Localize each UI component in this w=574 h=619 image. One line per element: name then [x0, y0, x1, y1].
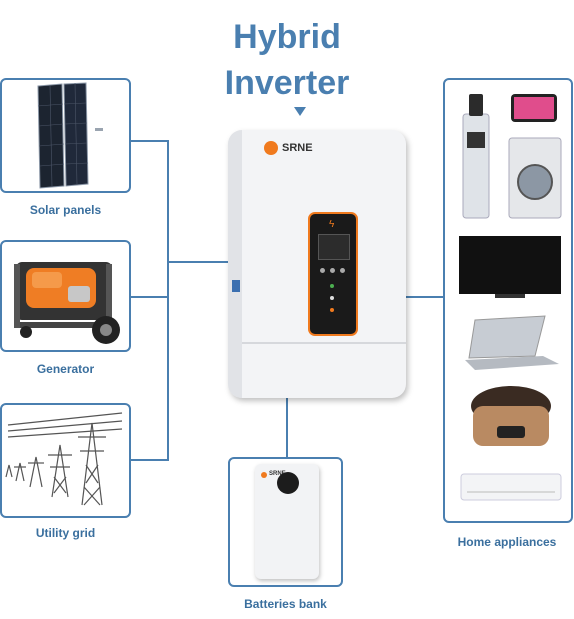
down-arrow-icon — [294, 107, 306, 116]
solar-panels-box — [0, 78, 131, 193]
phone-icon — [511, 94, 557, 122]
title-line-1: Hybrid — [233, 18, 341, 56]
grid-wire — [131, 262, 169, 461]
water-dispenser-icon — [462, 94, 490, 219]
solar-panel-icon — [37, 82, 103, 189]
lightning-icon: ϟ — [329, 219, 335, 230]
air-conditioner-icon — [460, 473, 562, 501]
inverter-unit: SRNE ϟ — [228, 130, 406, 398]
status-led-icon — [330, 308, 334, 312]
generator-label: Generator — [36, 362, 95, 376]
status-led-icon — [330, 296, 334, 300]
title-line-2: Inverter — [224, 64, 350, 102]
tv-icon — [459, 236, 561, 298]
switch-icon — [232, 280, 240, 292]
status-led-icon — [330, 284, 334, 288]
battery-unit: SRNE — [255, 464, 319, 579]
battery-brand: SRNE — [269, 471, 286, 477]
appliances-illustration — [459, 94, 562, 501]
generator-box — [0, 240, 131, 352]
battery-label: Batteries bank — [244, 597, 327, 611]
power-tower-icon — [5, 412, 123, 506]
srne-logo-icon — [261, 472, 267, 478]
battery-display-icon — [277, 472, 299, 494]
button-icon[interactable] — [340, 268, 345, 273]
solar-wire — [131, 140, 228, 263]
solar-panels-label: Solar panels — [29, 203, 102, 217]
laptop-icon — [465, 315, 559, 370]
appliances-box — [443, 78, 573, 523]
lcd-screen — [318, 234, 350, 260]
appliances-label: Home appliances — [457, 535, 557, 549]
utility-grid-label: Utility grid — [35, 526, 96, 540]
srne-logo-icon — [264, 141, 278, 155]
washing-machine-icon — [508, 137, 562, 219]
inverter-brand: SRNE — [282, 142, 313, 154]
button-icon[interactable] — [320, 268, 325, 273]
button-icon[interactable] — [330, 268, 335, 273]
rice-cooker-icon — [471, 386, 551, 446]
battery-box: SRNE — [228, 457, 343, 587]
utility-grid-box — [0, 403, 131, 518]
generator-icon — [14, 262, 120, 344]
control-panel: ϟ — [308, 212, 358, 336]
